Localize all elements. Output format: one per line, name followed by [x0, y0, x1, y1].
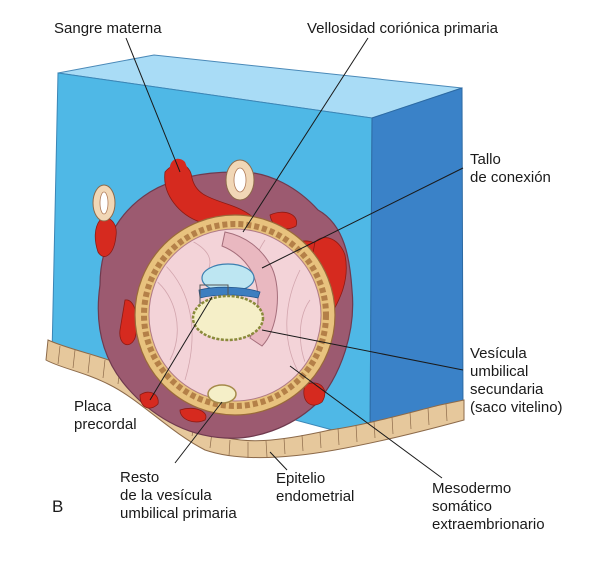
- extraembryonic-mesoderm: [154, 239, 316, 381]
- label-tallo-conexion: Tallo de conexión: [470, 151, 551, 186]
- panel-letter: B: [52, 497, 64, 516]
- primary-vesicle-remnant: [207, 384, 237, 404]
- block-side-face: [369, 87, 464, 441]
- cytotrophoblast-inner-ring: [141, 221, 329, 409]
- label-vellosidad-corionica: Vellosidad coriónica primaria: [307, 20, 498, 37]
- secondary-umbilical-vesicle: [191, 294, 265, 342]
- label-epitelio-endometrial: Epitelio endometrial: [276, 470, 355, 505]
- embryonic-disc: [198, 286, 261, 299]
- endometrial-glands: [92, 158, 255, 222]
- label-placa-precordal: Placa precordal: [74, 398, 137, 433]
- label-vesicula-secundaria: Vesícula umbilical secundaria (saco vite…: [470, 345, 563, 416]
- leader-lines: [125, 37, 464, 479]
- label-resto-vesicula: Resto de la vesícula umbilical primaria: [120, 469, 237, 522]
- label-mesodermo: Mesodermo somático extraembrionario: [432, 480, 545, 533]
- label-sangre-materna: Sangre materna: [54, 20, 162, 37]
